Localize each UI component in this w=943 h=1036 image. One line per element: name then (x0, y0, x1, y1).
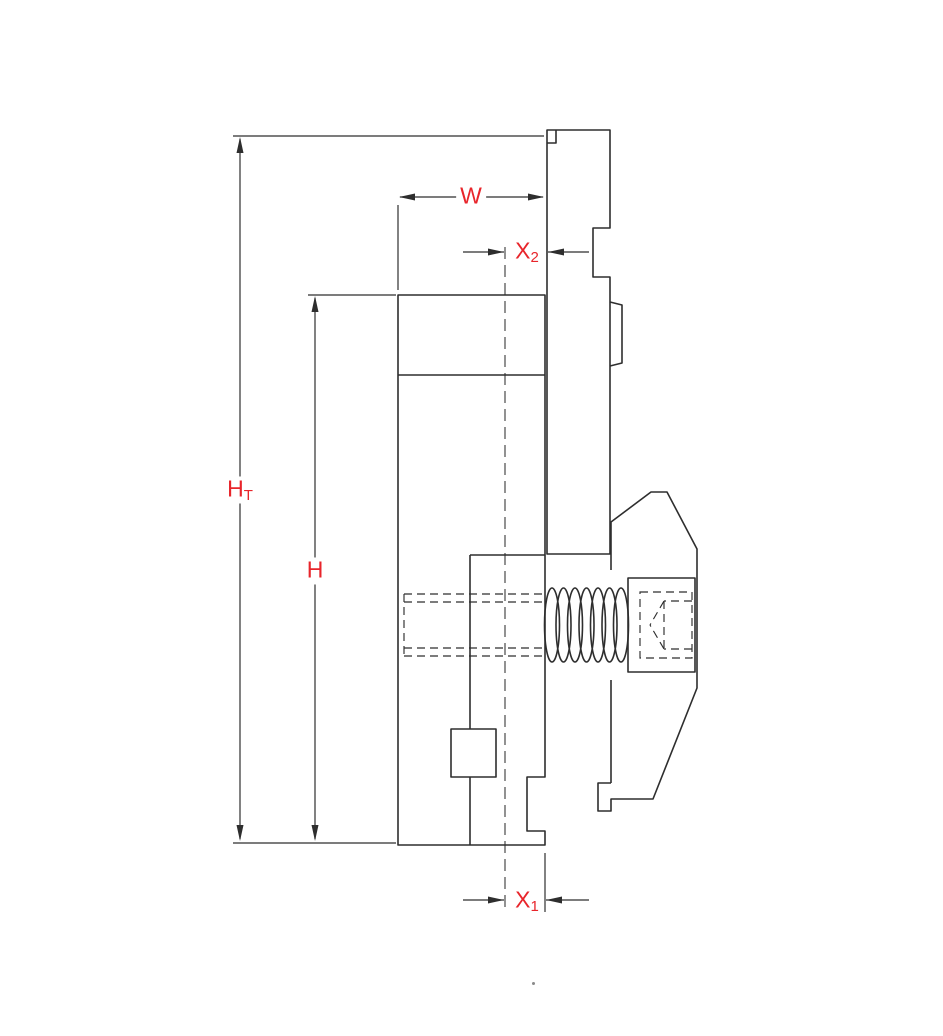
dim-label-total-height: HT (223, 475, 257, 504)
arrow-left-icon (399, 193, 415, 201)
dim-x1-sub: 1 (530, 897, 539, 915)
spring-coil (555, 587, 572, 663)
dim-label-width: W (456, 182, 486, 211)
spring (543, 587, 630, 663)
arrow-up-icon (236, 137, 244, 153)
dim-ht-sub: T (243, 486, 253, 504)
plate-tab (609, 301, 623, 367)
spring-coil (578, 587, 595, 663)
spring-coil (601, 587, 618, 663)
arrow-right-icon (488, 896, 504, 904)
stray-dot (532, 982, 535, 985)
plate-step (547, 130, 557, 144)
dim-x2-sub: 2 (530, 248, 539, 266)
square-recess (450, 728, 497, 778)
arrow-left-icon (548, 248, 564, 256)
dim-label-height: H (302, 556, 328, 585)
spring-coil (589, 587, 607, 663)
hidden-lines (403, 247, 693, 912)
spring-coil (543, 587, 561, 663)
hex-socket-hidden (639, 591, 693, 659)
arrow-left-icon (546, 896, 562, 904)
body-block (397, 294, 546, 846)
dim-label-offset-bottom: X1 (511, 886, 543, 915)
dim-ht-text: H (227, 475, 244, 502)
arrow-down-icon (236, 825, 244, 841)
rail-plate (546, 129, 611, 555)
dim-width-text: W (460, 182, 482, 209)
arrow-up-icon (311, 296, 319, 312)
dim-h-text: H (306, 556, 324, 583)
threaded-hole-hidden (403, 593, 544, 657)
socket-bore (639, 591, 693, 659)
socket-cone (649, 600, 665, 626)
part-geometry (397, 129, 698, 846)
arrow-right-icon (528, 193, 544, 201)
socket-cone (649, 624, 665, 650)
arrow-right-icon (488, 248, 504, 256)
screw-head (627, 577, 696, 673)
spring-coil (612, 587, 630, 663)
clamp-jaw (597, 491, 698, 812)
spring-coil (566, 587, 584, 663)
dim-x1-text: X (515, 886, 531, 913)
arrow-down-icon (311, 825, 319, 841)
dim-label-offset-top: X2 (511, 237, 543, 266)
dim-x2-text: X (515, 237, 531, 264)
